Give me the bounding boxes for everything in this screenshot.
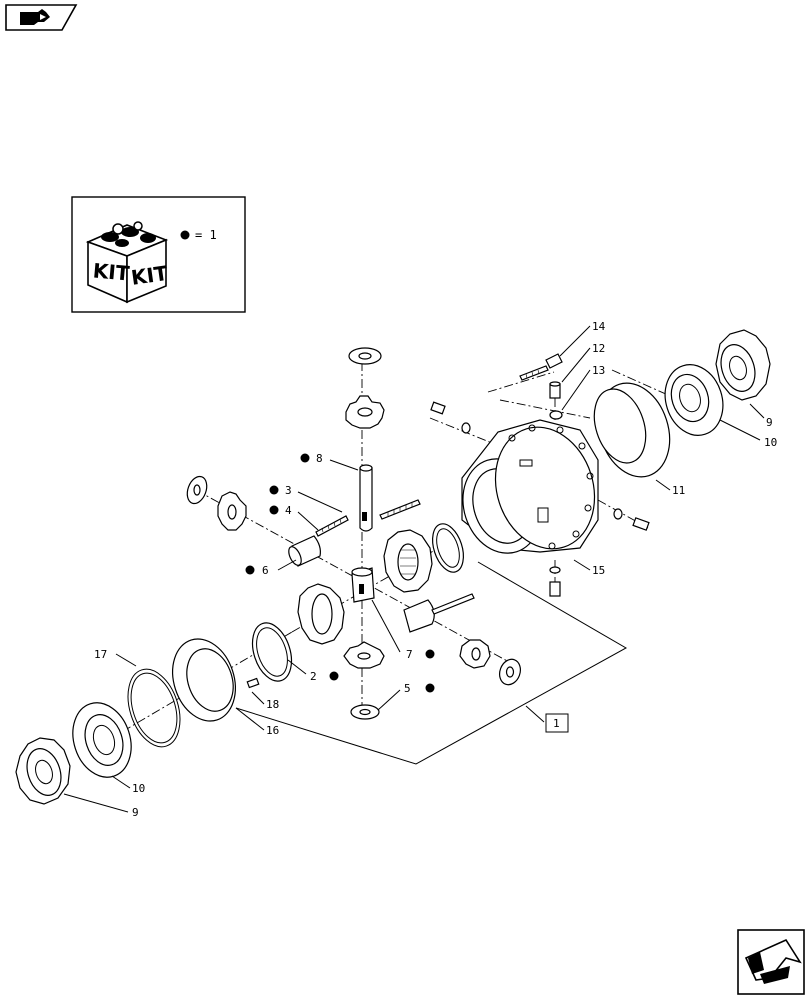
part-side-gear-center xyxy=(383,529,433,593)
part-dowel-12 xyxy=(549,381,561,399)
part-roll-pin-3 xyxy=(379,499,421,520)
callout-13[interactable]: 13 xyxy=(592,364,605,377)
callout-11[interactable]: 11 xyxy=(672,484,685,497)
part-thrust-washer-bottom xyxy=(350,704,380,720)
callout-4[interactable]: 4 xyxy=(285,504,292,517)
part-thrust-washer-right xyxy=(499,658,521,686)
kit-box-text-right: KIT xyxy=(130,261,170,290)
part-thrust-washer-left xyxy=(186,475,208,505)
kit-box-icon: KIT KIT xyxy=(85,221,170,304)
callout-10-left[interactable]: 10 xyxy=(132,782,145,795)
part-shaft-right-lower xyxy=(403,593,475,633)
part-adjuster-nut-9-left xyxy=(15,737,71,805)
part-bolt-14 xyxy=(519,353,563,381)
callout-labels: 14 12 13 9 10 11 15 8 3 4 6 7 2 5 1 17 1… xyxy=(94,320,777,819)
callout-12[interactable]: 12 xyxy=(592,342,605,355)
part-pin-right xyxy=(613,508,650,531)
callout-16[interactable]: 16 xyxy=(266,724,279,737)
kit-dot-icon xyxy=(425,683,435,693)
part-bearing-10-left xyxy=(72,702,132,778)
part-cross-block-7 xyxy=(351,567,375,603)
callout-8[interactable]: 8 xyxy=(316,452,323,465)
part-adjuster-nut-9-right xyxy=(715,329,771,401)
part-roll-pin-4 xyxy=(315,515,349,537)
callout-2[interactable]: 2 xyxy=(310,670,317,683)
callout-14[interactable]: 14 xyxy=(592,320,606,333)
callout-3[interactable]: 3 xyxy=(285,484,292,497)
callout-7[interactable]: 7 xyxy=(406,648,413,661)
callout-6[interactable]: 6 xyxy=(262,564,269,577)
kit-legend: KIT KIT = 1 xyxy=(71,196,246,313)
part-shim-ring-2 xyxy=(251,622,293,682)
back-nav-button[interactable] xyxy=(5,4,78,31)
callout-1: 1 xyxy=(553,717,560,730)
part-cross-pin-8 xyxy=(359,464,373,532)
leader-lines xyxy=(63,325,765,813)
part-pin-upper-left xyxy=(430,401,471,434)
kit-dot-icon xyxy=(269,505,279,515)
kit-dot-icon xyxy=(329,671,339,681)
part-pinion-gear-right xyxy=(459,639,491,669)
part-circlip-13 xyxy=(549,410,563,420)
part-pinion-gear-left xyxy=(217,491,247,531)
kit-dot-icon xyxy=(300,453,310,463)
kit-dot-icon xyxy=(269,485,279,495)
callout-10-right[interactable]: 10 xyxy=(764,436,777,449)
callout-15[interactable]: 15 xyxy=(592,564,605,577)
callout-17[interactable]: 17 xyxy=(94,648,107,661)
callout-9-left[interactable]: 9 xyxy=(132,806,139,819)
callout-1-box[interactable]: 1 xyxy=(545,713,569,733)
part-bearing-cup-16 xyxy=(172,638,236,722)
part-dowel-lower xyxy=(549,566,561,597)
part-snap-ring-17 xyxy=(127,668,181,748)
arrow-forward-icon xyxy=(744,938,802,984)
part-bearing-10-right xyxy=(664,364,724,436)
part-shim-ring-15a xyxy=(432,523,464,573)
kit-markers xyxy=(245,453,435,693)
forward-nav-button[interactable] xyxy=(737,929,805,995)
kit-equals-label: = 1 xyxy=(195,228,217,242)
callout-5[interactable]: 5 xyxy=(404,682,411,695)
part-differential-case xyxy=(461,419,599,554)
part-thrust-washer-top xyxy=(348,347,382,365)
kit-dot-icon xyxy=(425,649,435,659)
callout-9-right[interactable]: 9 xyxy=(766,416,773,429)
part-side-gear-left xyxy=(297,583,345,645)
assembly-bracket-1 xyxy=(235,561,628,765)
hand-pointer-back-icon xyxy=(20,9,50,25)
part-pinion-gear-bottom xyxy=(343,641,385,669)
part-bearing-cup-11 xyxy=(593,382,671,478)
kit-dot-icon xyxy=(245,565,255,575)
kit-dot-icon xyxy=(180,230,190,240)
callout-18[interactable]: 18 xyxy=(266,698,279,711)
part-shaft-6 xyxy=(288,535,321,567)
part-pin-18 xyxy=(246,677,260,689)
kit-box-text-left: KIT xyxy=(92,258,131,285)
part-pinion-gear-top xyxy=(345,395,385,429)
